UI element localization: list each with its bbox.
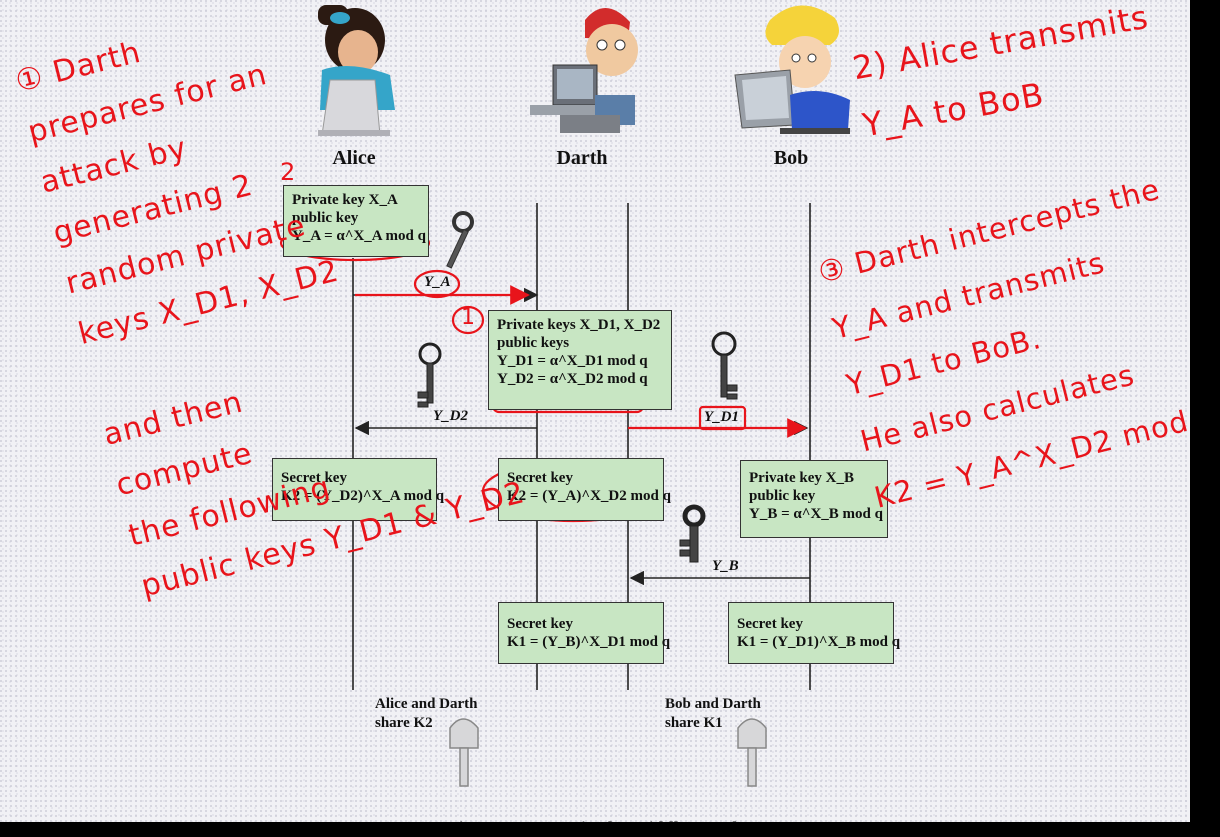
darth-public-keys-label: public keys	[497, 335, 570, 351]
bob-k1-formula: K1 = (Y_D1)^X_B mod q	[737, 634, 901, 650]
share-k1-line2: share K1	[665, 715, 723, 731]
share-k2-line1: Alice and Darth	[375, 696, 478, 712]
alice-public-key-label: public key	[292, 210, 359, 226]
alice-label: Alice	[332, 147, 376, 169]
key-icon	[679, 504, 706, 563]
key-icon	[446, 211, 474, 269]
annotation-alice-step: 2	[280, 158, 297, 186]
msg-ya-label: Y_A	[424, 274, 451, 290]
bob-private-key: Private key X_B	[749, 470, 854, 486]
bottom-border	[0, 822, 1190, 837]
darth-yd1-formula: Y_D1 = α^X_D1 mod q	[497, 353, 648, 369]
bob-secret-label: Secret key	[737, 616, 803, 632]
share-k1-text: Bob and Darth share K1	[665, 695, 761, 733]
bob-label: Bob	[773, 147, 809, 169]
annotation-darth-step: 1	[461, 305, 476, 330]
share-k2-text: Alice and Darth share K2	[375, 695, 478, 733]
key-icon	[417, 342, 442, 408]
alice-secret-box: Secret key K2 = (Y_D2)^X_A mod q	[272, 458, 445, 521]
key-icon	[711, 331, 738, 400]
circle-darth-step	[451, 305, 485, 335]
darth-k1-formula: K1 = (Y_B)^X_D1 mod q	[507, 634, 671, 650]
figure-caption: Figure 10.2 Man-in-the-Middle Attack	[0, 818, 1190, 824]
right-border	[1190, 0, 1220, 837]
shared-key-icon-k1	[737, 718, 767, 787]
msg-yd1-label: Y_D1	[704, 409, 739, 425]
share-k2-line2: share K2	[375, 715, 433, 731]
shared-key-icon-k2	[449, 718, 479, 787]
darth-yd2-formula: Y_D2 = α^X_D2 mod q	[497, 371, 648, 387]
darth-k2-formula: K2 = (Y_A)^X_D2 mod q	[507, 488, 671, 504]
darth-key-box: Private keys X_D1, X_D2 public keys Y_D1…	[488, 310, 672, 410]
bob-key-box: Private key X_B public key Y_B = α^X_B m…	[740, 460, 888, 538]
darth-secret-k2-box: Secret key K2 = (Y_A)^X_D2 mod q	[498, 458, 671, 521]
msg-yb-label: Y_B	[712, 558, 739, 574]
darth-secret-k2-label: Secret key	[507, 470, 573, 486]
darth-secret-k1-box: Secret key K1 = (Y_B)^X_D1 mod q	[498, 602, 671, 664]
share-k1-line1: Bob and Darth	[665, 696, 761, 712]
bob-public-key-formula: Y_B = α^X_B mod q	[749, 506, 883, 522]
bob-secret-box: Secret key K1 = (Y_D1)^X_B mod q	[728, 602, 901, 664]
alice-k2-formula: K2 = (Y_D2)^X_A mod q	[281, 488, 445, 504]
darth-private-keys: Private keys X_D1, X_D2	[497, 317, 661, 333]
alice-private-key: Private key X_A	[292, 192, 398, 208]
alice-key-box: Private key X_A public key Y_A = α^X_A m…	[283, 185, 429, 257]
alice-secret-label: Secret key	[281, 470, 347, 486]
msg-yd2-label: Y_D2	[433, 408, 468, 424]
darth-secret-k1-label: Secret key	[507, 616, 573, 632]
circle-ya-label	[413, 269, 461, 299]
darth-label: Darth	[556, 147, 608, 169]
bob-public-key-label: public key	[749, 488, 816, 504]
alice-public-key-formula: Y_A = α^X_A mod q	[292, 228, 426, 244]
